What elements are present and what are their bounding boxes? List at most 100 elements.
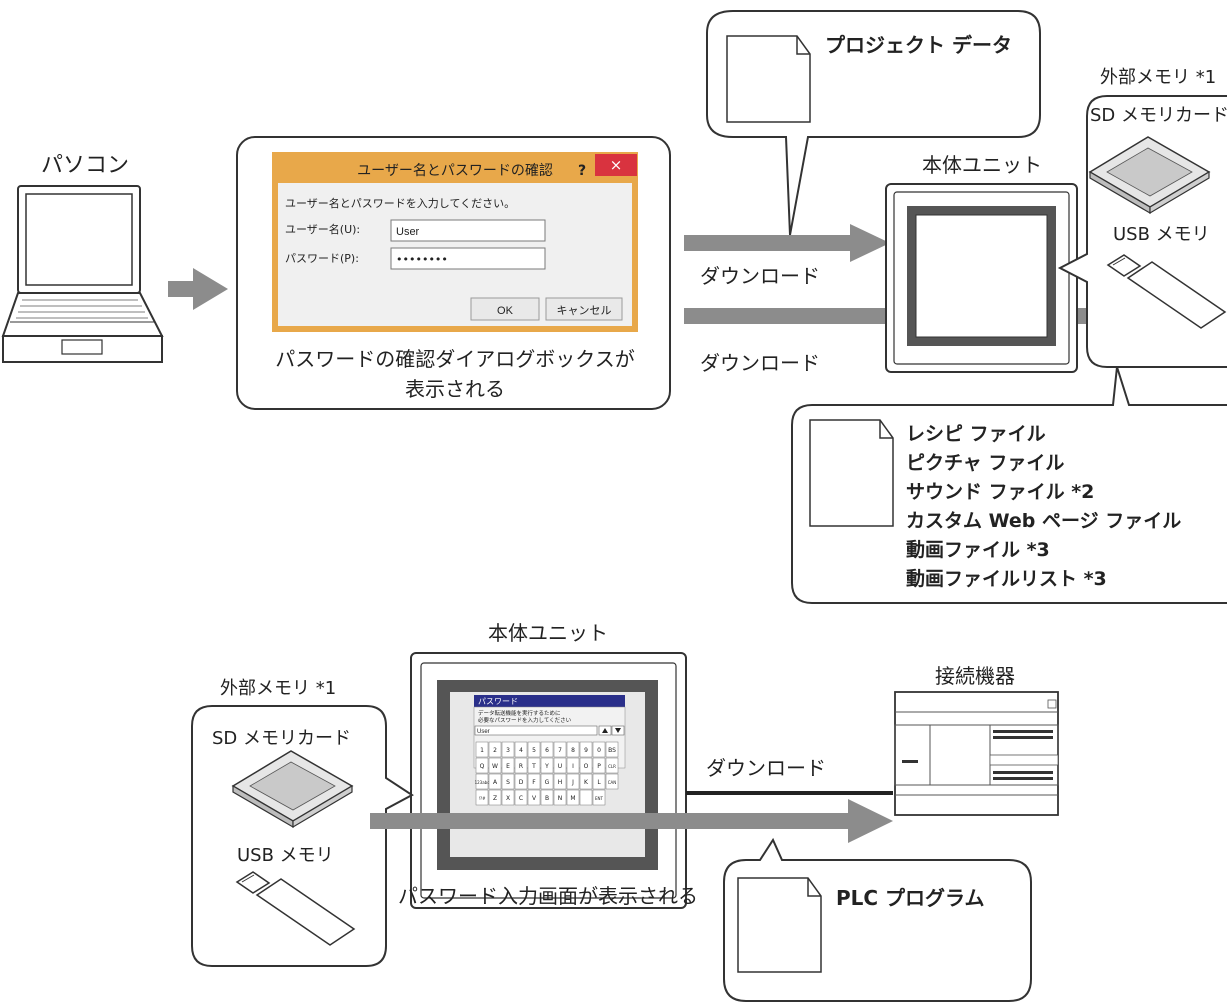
keypad-key[interactable] — [592, 789, 606, 806]
user-label: ユーザー名(U): — [285, 222, 360, 236]
screen-title: パスワード — [478, 697, 518, 706]
keypad-key[interactable] — [540, 789, 554, 806]
keypad-key[interactable] — [553, 757, 567, 774]
keypad-key-label: U — [558, 763, 562, 770]
keypad-key[interactable] — [527, 757, 541, 774]
keypad-key[interactable] — [592, 741, 606, 758]
keypad-key[interactable] — [488, 773, 502, 790]
keypad-key[interactable] — [553, 773, 567, 790]
device-label: 接続機器 — [935, 664, 1015, 688]
close-button[interactable] — [595, 154, 637, 176]
screen-line1: データ転送機能を実行するために — [478, 709, 561, 717]
keypad-key[interactable] — [514, 773, 528, 790]
keypad-key[interactable] — [553, 789, 567, 806]
password-entry-screen: パスワード データ転送機能を実行するために 必要なパスワードを入力してください … — [473, 695, 626, 806]
keypad-key[interactable] — [579, 789, 593, 806]
keypad-key[interactable] — [475, 789, 489, 806]
keypad-key[interactable] — [488, 789, 502, 806]
keypad-key[interactable] — [566, 741, 580, 758]
keypad-key[interactable] — [527, 789, 541, 806]
unit-label-top: 本体ユニット — [922, 153, 1042, 177]
keypad-key[interactable] — [475, 773, 489, 790]
file-item: ピクチャ ファイル — [906, 452, 1064, 474]
file-item: 動画ファイルリスト *3 — [906, 568, 1107, 590]
help-button[interactable]: ? — [578, 163, 586, 179]
keypad-key-label: R — [519, 763, 523, 770]
close-icon[interactable]: × — [610, 156, 623, 174]
keypad-key-label: E — [506, 763, 510, 770]
password-input[interactable] — [390, 247, 546, 270]
keypad-key-label: M — [570, 795, 575, 802]
keypad-key[interactable] — [475, 741, 489, 758]
keypad-key[interactable] — [566, 789, 580, 806]
pc-icon — [1, 185, 164, 363]
keypad-key[interactable] — [553, 741, 567, 758]
keypad-key[interactable] — [514, 757, 528, 774]
keypad-key[interactable] — [605, 757, 619, 774]
keypad-key[interactable] — [501, 741, 515, 758]
keypad-key[interactable] — [579, 757, 593, 774]
dialog-title: ユーザー名とパスワードの確認 — [357, 163, 553, 179]
keypad-key-label: 3 — [506, 747, 510, 754]
keypad-key[interactable] — [514, 789, 528, 806]
keypad-key[interactable] — [488, 757, 502, 774]
usb-label-top: USB メモリ — [1113, 224, 1210, 245]
keypad-key[interactable] — [527, 773, 541, 790]
usb-memory-icon-bottom — [235, 871, 356, 946]
keypad-key[interactable] — [605, 741, 619, 758]
file-item: サウンド ファイル *2 — [906, 481, 1094, 503]
keypad-key[interactable] — [592, 757, 606, 774]
cancel-button-label: キャンセル — [557, 304, 612, 317]
ext-memory-box-bottom — [191, 705, 414, 967]
keypad-key-label: 2 — [493, 747, 497, 754]
keypad-key[interactable] — [540, 741, 554, 758]
keypad-key[interactable] — [475, 757, 489, 774]
keypad-key[interactable] — [514, 741, 528, 758]
keypad-key[interactable] — [527, 741, 541, 758]
keypad-key-label: H — [558, 779, 563, 786]
screen-input[interactable] — [474, 725, 598, 736]
dialog-caption-line1: パスワードの確認ダイアログボックスが — [275, 347, 634, 371]
keypad-key[interactable] — [540, 757, 554, 774]
keypad-key[interactable] — [579, 773, 593, 790]
keypad-key[interactable] — [566, 757, 580, 774]
usb-label-bottom: USB メモリ — [237, 845, 334, 866]
user-input[interactable] — [390, 219, 546, 242]
keypad-key-label: D — [519, 779, 524, 786]
keypad-key[interactable] — [501, 757, 515, 774]
keypad-key[interactable] — [592, 773, 606, 790]
keypad-key-label: 1 — [480, 747, 484, 754]
unit-label-bottom: 本体ユニット — [488, 621, 608, 645]
keypad-key[interactable] — [501, 773, 515, 790]
files-bubble — [791, 366, 1227, 604]
keypad-key[interactable] — [540, 773, 554, 790]
keypad-key-label: 9 — [584, 747, 588, 754]
keypad-key[interactable] — [501, 789, 515, 806]
keypad-key-label: J — [571, 779, 574, 786]
keypad-key-label: S — [506, 779, 510, 786]
keypad-key-label: BS — [608, 747, 616, 754]
keypad-key[interactable] — [566, 773, 580, 790]
keypad-key[interactable] — [579, 741, 593, 758]
keypad-key-label: Q — [480, 763, 485, 770]
keypad-key[interactable] — [605, 773, 619, 790]
keypad-key-label: C — [519, 795, 523, 802]
keypad-key[interactable] — [488, 741, 502, 758]
cancel-button[interactable] — [545, 297, 623, 321]
keypad-key-label: 0 — [597, 747, 601, 754]
user-input-value: User — [396, 226, 420, 238]
file-item: 動画ファイル *3 — [906, 539, 1050, 561]
keypad-key-label: W — [492, 763, 498, 770]
main-unit-top — [885, 183, 1078, 373]
keypad-key-label: K — [584, 779, 589, 786]
keypad-key-label: A — [493, 779, 498, 786]
pc-label: パソコン — [41, 153, 129, 178]
keypad-key-label: 8 — [571, 747, 575, 754]
keypad-key-label: Y — [544, 763, 549, 770]
file-item: レシピ ファイル — [906, 423, 1046, 445]
ok-button[interactable] — [470, 297, 540, 321]
plc-program-label: PLC プログラム — [836, 886, 984, 910]
